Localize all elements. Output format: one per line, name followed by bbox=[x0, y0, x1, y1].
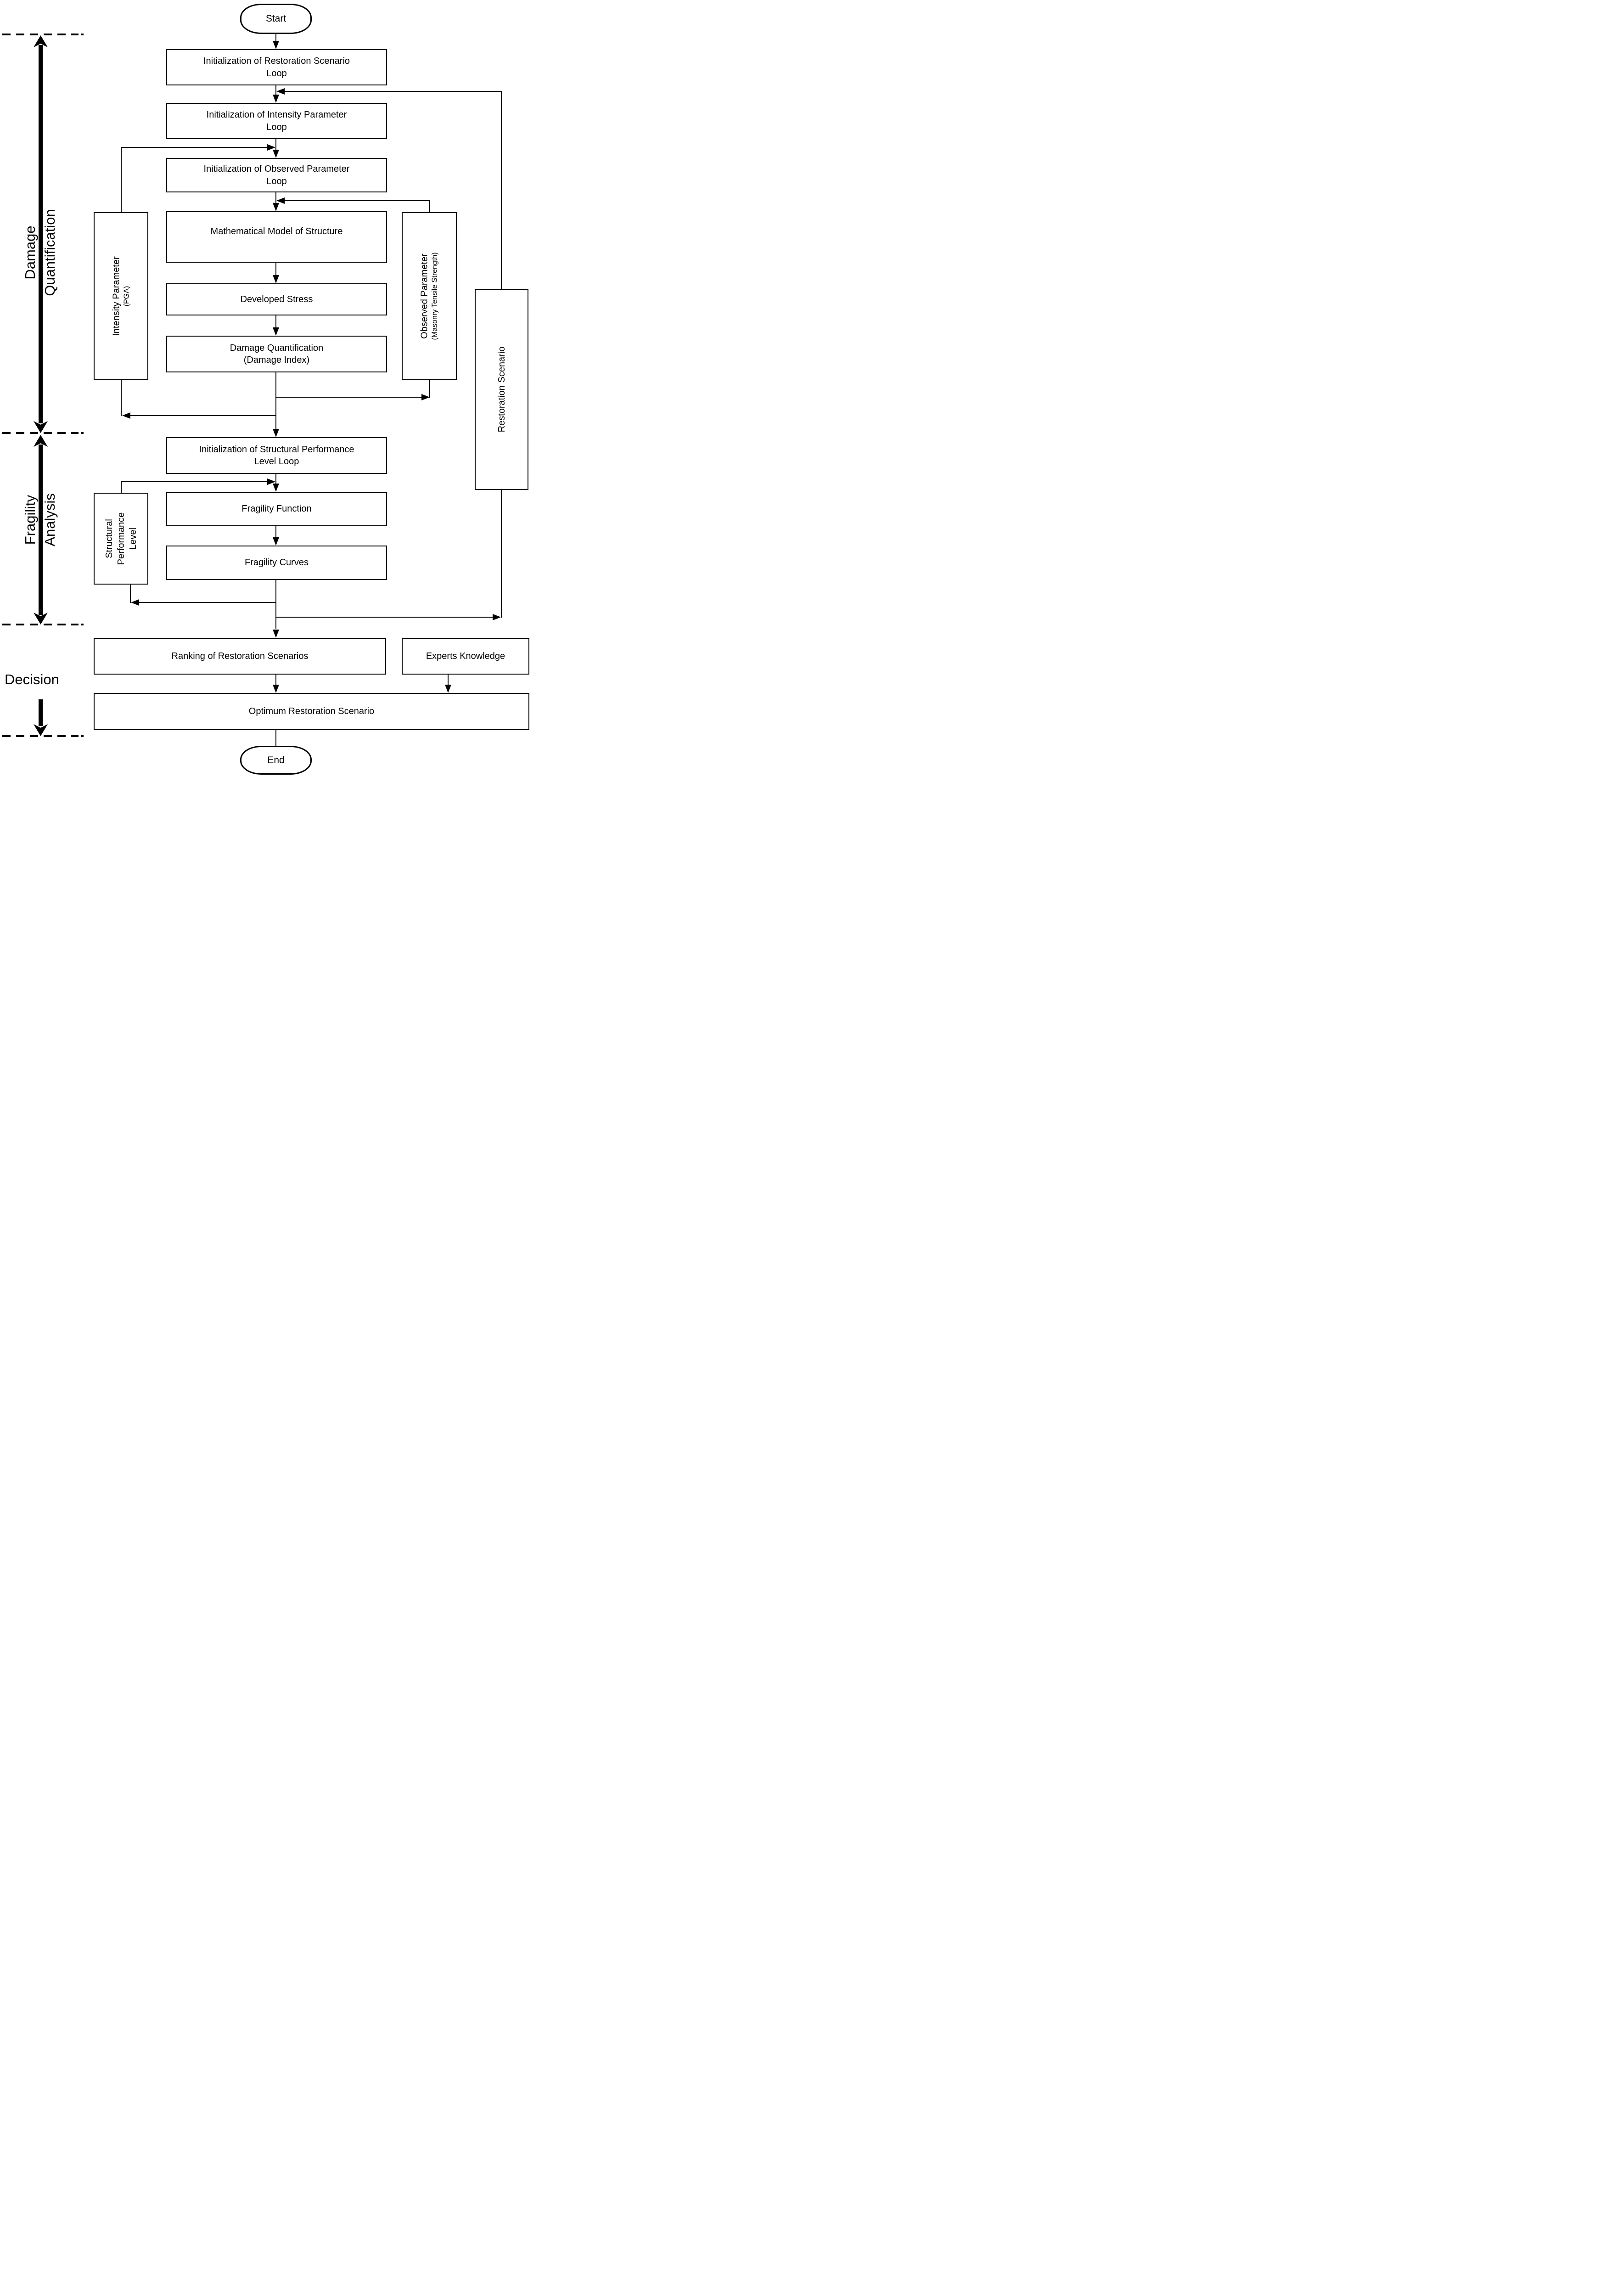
connector-observed-top bbox=[429, 200, 430, 212]
section-label-fragility-analysis: Fragility Analysis bbox=[22, 493, 58, 546]
arrow-shaft bbox=[39, 445, 43, 615]
connector-experts-to-optimum bbox=[448, 675, 449, 686]
section-divider-bottom bbox=[2, 735, 84, 737]
node-init-structural-performance-loop: Initialization of Structural Performance… bbox=[166, 437, 387, 474]
section-label-decision: Decision bbox=[5, 671, 59, 687]
arrowhead-spl-loop-merge bbox=[267, 478, 275, 485]
node-structural-performance-level: Structural Performance Level bbox=[94, 493, 148, 585]
connector-optimum-to-end bbox=[275, 730, 276, 746]
section-label-damage-quantification: Damage Quantification bbox=[22, 209, 58, 296]
connector-math-model-to-developed-stress bbox=[275, 263, 276, 276]
arrowhead-into-observed-line bbox=[421, 394, 430, 400]
arrowhead-into-intensity-line bbox=[122, 412, 130, 419]
arrowhead-into-init-intensity bbox=[273, 95, 279, 103]
connector-intensity-top bbox=[121, 147, 122, 212]
arrow-shaft bbox=[39, 699, 43, 726]
connector-restoration-bottom bbox=[501, 490, 502, 618]
node-experts-knowledge: Experts Knowledge bbox=[402, 638, 529, 675]
connector-init-restoration-to-init-intensity bbox=[275, 85, 276, 96]
node-damage-quantification: Damage Quantification (Damage Index) bbox=[166, 336, 387, 372]
node-ranking-restoration-scenarios: Ranking of Restoration Scenarios bbox=[94, 638, 386, 675]
arrowhead-into-fragility-curves bbox=[273, 537, 279, 546]
flowchart: Damage Quantification Fragility Analysis… bbox=[0, 0, 533, 777]
connector-spl-bottom bbox=[130, 585, 131, 603]
connector-spl-top bbox=[121, 481, 122, 493]
connector-init-spl-to-fragility-function bbox=[275, 474, 276, 484]
arrowhead-into-math-model bbox=[273, 203, 279, 211]
arrowhead-into-optimum-from-experts bbox=[445, 685, 451, 693]
node-fragility-curves: Fragility Curves bbox=[166, 546, 387, 580]
node-developed-stress: Developed Stress bbox=[166, 283, 387, 315]
connector-fragility-function-to-fragility-curves bbox=[275, 526, 276, 538]
connector-restoration-top bbox=[501, 91, 502, 289]
node-init-observed-loop: Initialization of Observed Parameter Loo… bbox=[166, 158, 387, 192]
connector-intensity-bottom bbox=[121, 380, 122, 416]
node-init-restoration-loop: Initialization of Restoration Scenario L… bbox=[166, 49, 387, 85]
arrowhead-into-fragility-function bbox=[273, 484, 279, 492]
connector-spl-return bbox=[121, 481, 267, 482]
arrowhead-observed-loop-merge bbox=[276, 197, 285, 204]
connector-loop-to-observed bbox=[276, 397, 421, 398]
node-mathematical-model: Mathematical Model of Structure bbox=[166, 211, 387, 263]
section-divider-damage-fragility bbox=[2, 432, 84, 434]
connector-loop-to-spl bbox=[139, 602, 276, 603]
connector-feed-to-restoration bbox=[276, 617, 493, 618]
connector-init-observed-to-math-model bbox=[275, 192, 276, 204]
arrowhead-restoration-loop-merge bbox=[276, 88, 285, 95]
arrowhead-into-spl-line bbox=[131, 599, 139, 606]
node-start: Start bbox=[240, 4, 312, 34]
section-divider-fragility-decision bbox=[2, 624, 84, 625]
connector-intensity-return bbox=[121, 147, 267, 148]
arrowhead-into-init-spl bbox=[273, 429, 279, 437]
arrowhead-into-init-observed bbox=[273, 150, 279, 158]
arrowhead-into-restoration-line bbox=[493, 614, 501, 620]
arrowhead-into-optimum-from-ranking bbox=[273, 685, 279, 693]
arrow-shaft bbox=[39, 45, 43, 423]
connector-damage-quant-to-init-spl bbox=[275, 372, 276, 430]
node-restoration-scenario: Restoration Scenario bbox=[475, 289, 528, 490]
arrowhead-into-init-restoration bbox=[273, 41, 279, 49]
connector-init-intensity-to-init-observed bbox=[275, 139, 276, 151]
connector-fragility-curves-to-ranking bbox=[275, 580, 276, 629]
connector-restoration-return bbox=[285, 91, 502, 92]
connector-ranking-to-optimum bbox=[275, 675, 276, 686]
node-observed-parameter: Observed Parameter (Masonry Tensile Stre… bbox=[402, 212, 457, 380]
connector-start-to-init-restoration bbox=[275, 34, 276, 42]
connector-loop-to-intensity bbox=[130, 415, 276, 416]
node-fragility-function: Fragility Function bbox=[166, 492, 387, 526]
node-intensity-parameter: Intensity Parameter (PGA) bbox=[94, 212, 148, 380]
connector-developed-stress-to-damage-quant bbox=[275, 315, 276, 328]
node-optimum-restoration-scenario: Optimum Restoration Scenario bbox=[94, 693, 529, 730]
arrowhead-into-ranking bbox=[273, 630, 279, 638]
connector-observed-return bbox=[285, 200, 430, 201]
node-init-intensity-loop: Initialization of Intensity Parameter Lo… bbox=[166, 103, 387, 139]
section-divider-top bbox=[2, 34, 84, 35]
arrowhead-into-developed-stress bbox=[273, 275, 279, 283]
connector-observed-bottom bbox=[429, 380, 430, 398]
node-end: End bbox=[240, 746, 312, 775]
arrowhead-into-damage-quant bbox=[273, 327, 279, 336]
arrowhead-intensity-loop-merge bbox=[267, 144, 275, 151]
